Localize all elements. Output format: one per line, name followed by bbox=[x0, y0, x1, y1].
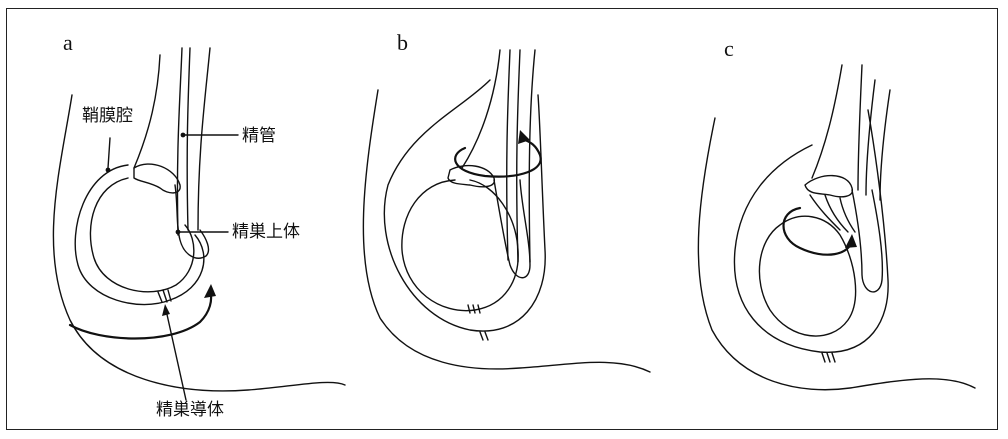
panel-c-vas-2 bbox=[858, 65, 862, 190]
panel-c-vas-4 bbox=[880, 90, 890, 200]
panel-b-strand-lower bbox=[480, 332, 483, 340]
panel-b-tunica-sac bbox=[384, 80, 545, 331]
label-epididymis: 精巣上体 bbox=[232, 224, 300, 241]
panel-b-vas-2 bbox=[517, 50, 520, 262]
panel-b-gubernaculum-strand bbox=[478, 305, 480, 313]
label-tunica-cavity: 鞘膜腔 bbox=[82, 108, 133, 125]
panel-a-drawing bbox=[53, 48, 345, 400]
panel-c-vas-1 bbox=[812, 65, 842, 178]
panel-a-epididymis-body bbox=[175, 185, 208, 258]
panel-a-gubernaculum-strand bbox=[163, 290, 167, 302]
label-vas-deferens: 精管 bbox=[242, 128, 276, 145]
panel-b-cord-left bbox=[462, 50, 500, 168]
panel-a-leader-dot bbox=[106, 168, 111, 173]
panel-b-vas-1 bbox=[507, 50, 510, 260]
panel-b-epididymis-body bbox=[494, 180, 530, 278]
panel-a-vas-2 bbox=[187, 48, 190, 230]
panel-a-rotation-arrow bbox=[70, 290, 211, 339]
panel-a-leader-dot bbox=[176, 230, 181, 235]
panel-a-epididymis-head bbox=[134, 164, 180, 193]
panel-b-testis bbox=[402, 180, 518, 311]
panel-b-strand-lower bbox=[485, 332, 488, 340]
panel-c-gubernaculum-strand bbox=[827, 353, 830, 362]
panel-c-arrowhead bbox=[845, 234, 857, 248]
panel-a-tunica-sac bbox=[75, 165, 204, 305]
panel-b-vas-3 bbox=[529, 50, 535, 262]
panel-c-gubernaculum-strand bbox=[832, 353, 835, 362]
panel-c-vas-3 bbox=[866, 80, 875, 195]
panel-c-epididymis-head bbox=[805, 176, 852, 197]
panel-a-leader-tunica bbox=[108, 138, 110, 168]
panel-a-spermatic-cord-left bbox=[134, 55, 160, 168]
panel-a-scrotum-outline bbox=[53, 95, 345, 391]
panel-b-drawing bbox=[363, 50, 650, 372]
panel-a-vas-1 bbox=[177, 48, 182, 235]
panel-c-gubernaculum-strand bbox=[822, 353, 825, 362]
panel-a-leader-arrowhead bbox=[162, 304, 170, 316]
panel-a-gubernaculum-strand bbox=[158, 292, 162, 302]
panel-b-gubernaculum-strand bbox=[468, 305, 470, 313]
panel-b-gubernaculum-strand bbox=[473, 305, 475, 313]
panel-a-leader-dot bbox=[181, 133, 186, 138]
label-gubernaculum: 精巣導体 bbox=[156, 402, 224, 419]
panel-c-tunica-sac bbox=[734, 110, 888, 352]
panel-c-epididymis-body bbox=[852, 190, 882, 292]
panel-c-torsion-arrow bbox=[784, 208, 853, 255]
panel-a-vas-3 bbox=[198, 48, 210, 230]
panel-a-gubernaculum-strand bbox=[168, 290, 171, 301]
panel-a-arrowhead bbox=[204, 284, 216, 298]
panel-c-drawing bbox=[698, 65, 975, 390]
panel-c-testis bbox=[759, 216, 855, 336]
